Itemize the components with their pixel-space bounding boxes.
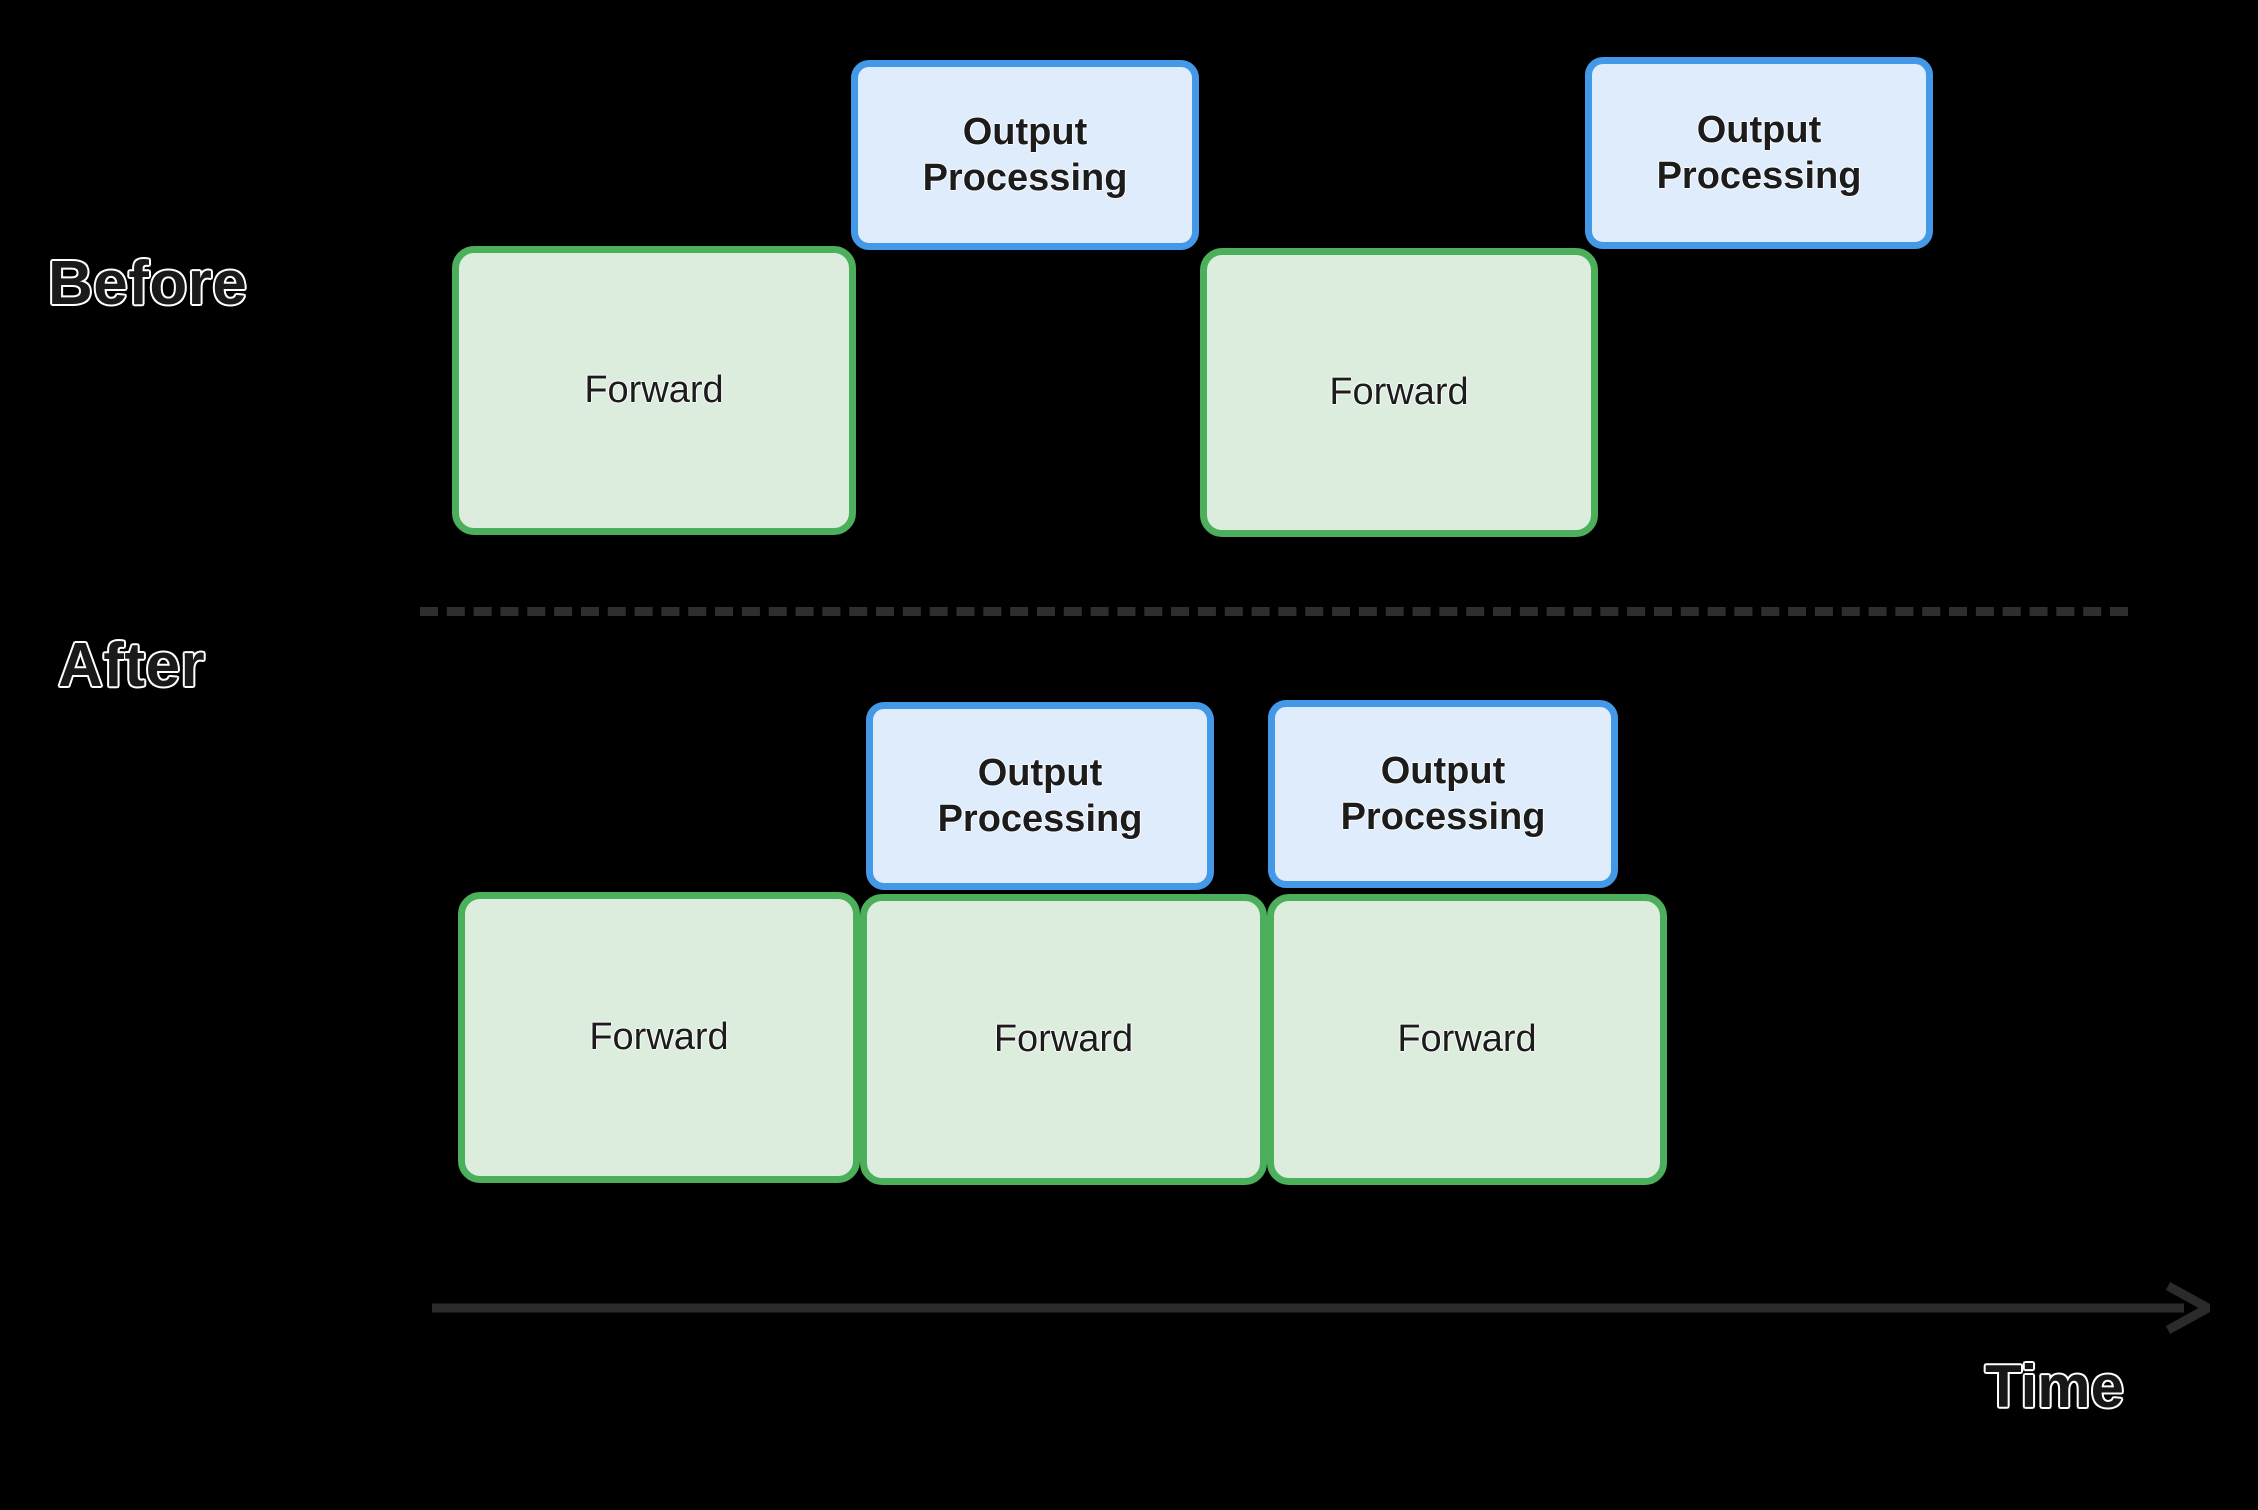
block-label: Forward [1397,1018,1537,1061]
block-label: Forward [589,1016,729,1059]
time-axis-arrow [432,1282,2210,1334]
block-label: Forward [584,369,724,412]
after-forward-block-1: Forward [458,892,860,1183]
block-label: Forward [1329,371,1469,414]
row-label-after: After [57,630,206,701]
before-forward-block-2: Forward [1200,248,1598,537]
section-divider [420,607,2128,616]
after-forward-block-3: Forward [1267,894,1667,1185]
after-forward-block-2: Forward [860,894,1267,1185]
row-label-before: Before [47,248,248,319]
time-axis-label: Time [1984,1352,2125,1421]
block-label: Forward [993,1018,1134,1061]
before-forward-block-1: Forward [452,246,856,535]
